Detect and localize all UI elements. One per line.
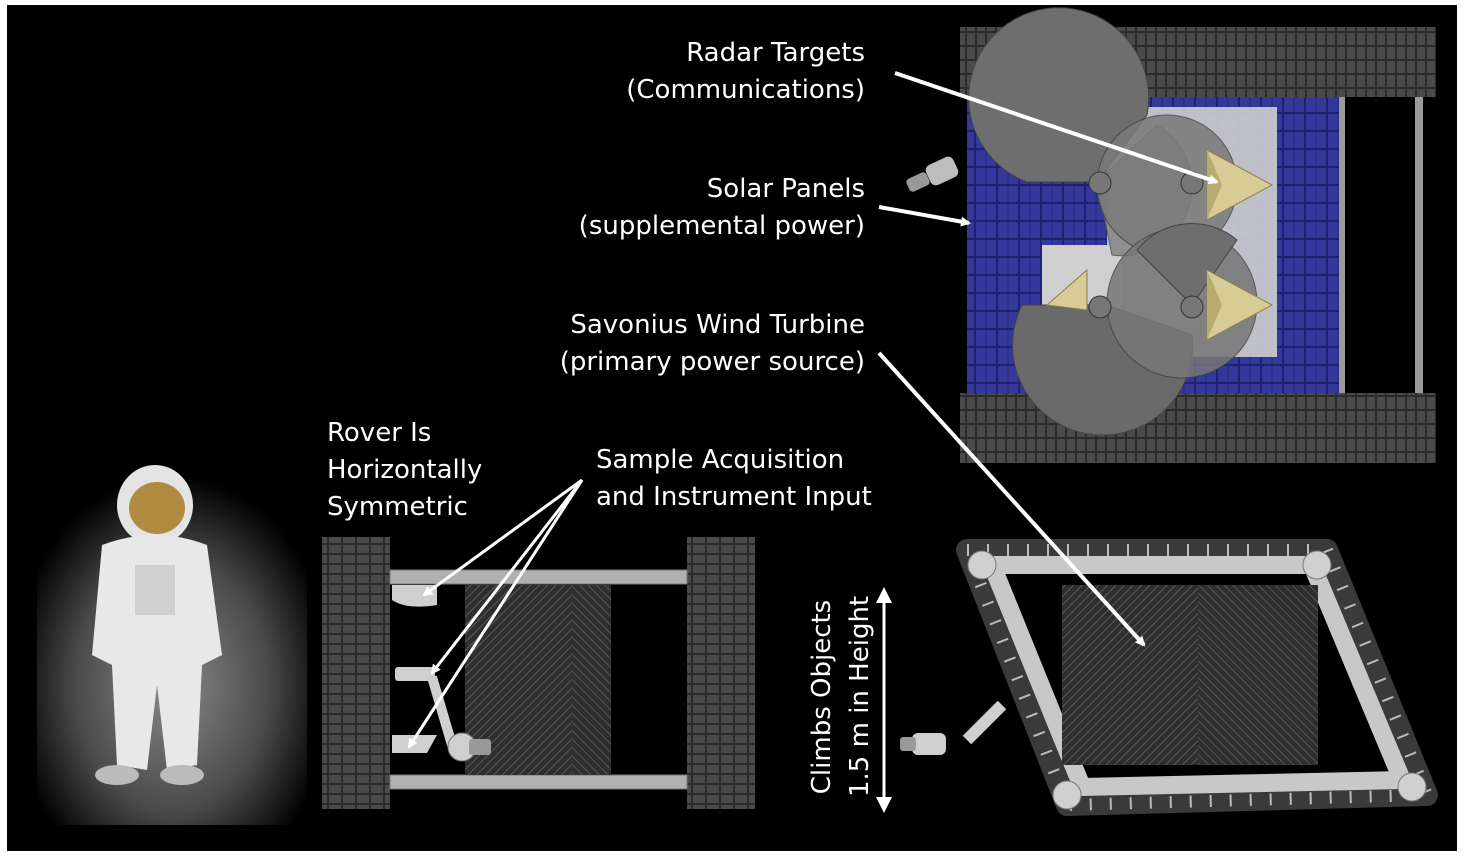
diagram-art (37, 7, 1438, 825)
track-left (322, 537, 390, 809)
rover-front-view (322, 537, 755, 809)
track-right (687, 537, 755, 809)
label-solar-line1: Solar Panels (706, 174, 865, 204)
label-symmetric-line2: Horizontally (327, 455, 483, 485)
label-turbine-line2: (primary power source) (559, 347, 865, 377)
label-sample-acquisition: Sample Acquisition and Instrument Input (596, 442, 872, 516)
instrument-head-top (906, 156, 959, 192)
frame-rail (1415, 97, 1423, 393)
label-rover-symmetric: Rover Is Horizontally Symmetric (327, 415, 482, 526)
arrow-sample-1 (422, 478, 583, 597)
label-solar-panels: Solar Panels (supplemental power) (579, 171, 865, 245)
radar-targets (1045, 149, 1274, 341)
turbine-side-right (1062, 585, 1198, 765)
arrow-turbine (877, 351, 1146, 647)
arrow-solar (878, 205, 971, 227)
label-climb-line2: 1.5 m in Height (845, 595, 875, 797)
annotation-arrows (407, 71, 1219, 813)
label-climbs-objects: Climbs Objects 1.5 m in Height (803, 595, 879, 797)
arrow-sample-3 (407, 479, 584, 749)
track-bottom (960, 393, 1436, 463)
label-symmetric-line3: Symmetric (327, 492, 468, 522)
rover-top-view (906, 7, 1436, 463)
label-sample-line2: and Instrument Input (596, 482, 872, 512)
arrow-radar (894, 71, 1219, 185)
label-radar-line2: (Communications) (626, 75, 865, 105)
slide: Radar Targets (Communications) Solar Pan… (7, 5, 1457, 851)
label-radar-targets: Radar Targets (Communications) (626, 35, 865, 109)
label-wind-turbine: Savonius Wind Turbine (primary power sou… (560, 307, 865, 381)
label-symmetric-line1: Rover Is (327, 418, 432, 448)
arrow-sample-2 (430, 479, 584, 675)
label-solar-line2: (supplemental power) (578, 211, 865, 241)
label-sample-line1: Sample Acquisition (596, 445, 845, 475)
astronaut-image (37, 465, 307, 825)
label-turbine-line1: Savonius Wind Turbine (570, 310, 865, 340)
label-radar-line1: Radar Targets (686, 38, 865, 68)
label-climb-line1: Climbs Objects (807, 599, 837, 795)
rover-side-view (900, 539, 1438, 816)
